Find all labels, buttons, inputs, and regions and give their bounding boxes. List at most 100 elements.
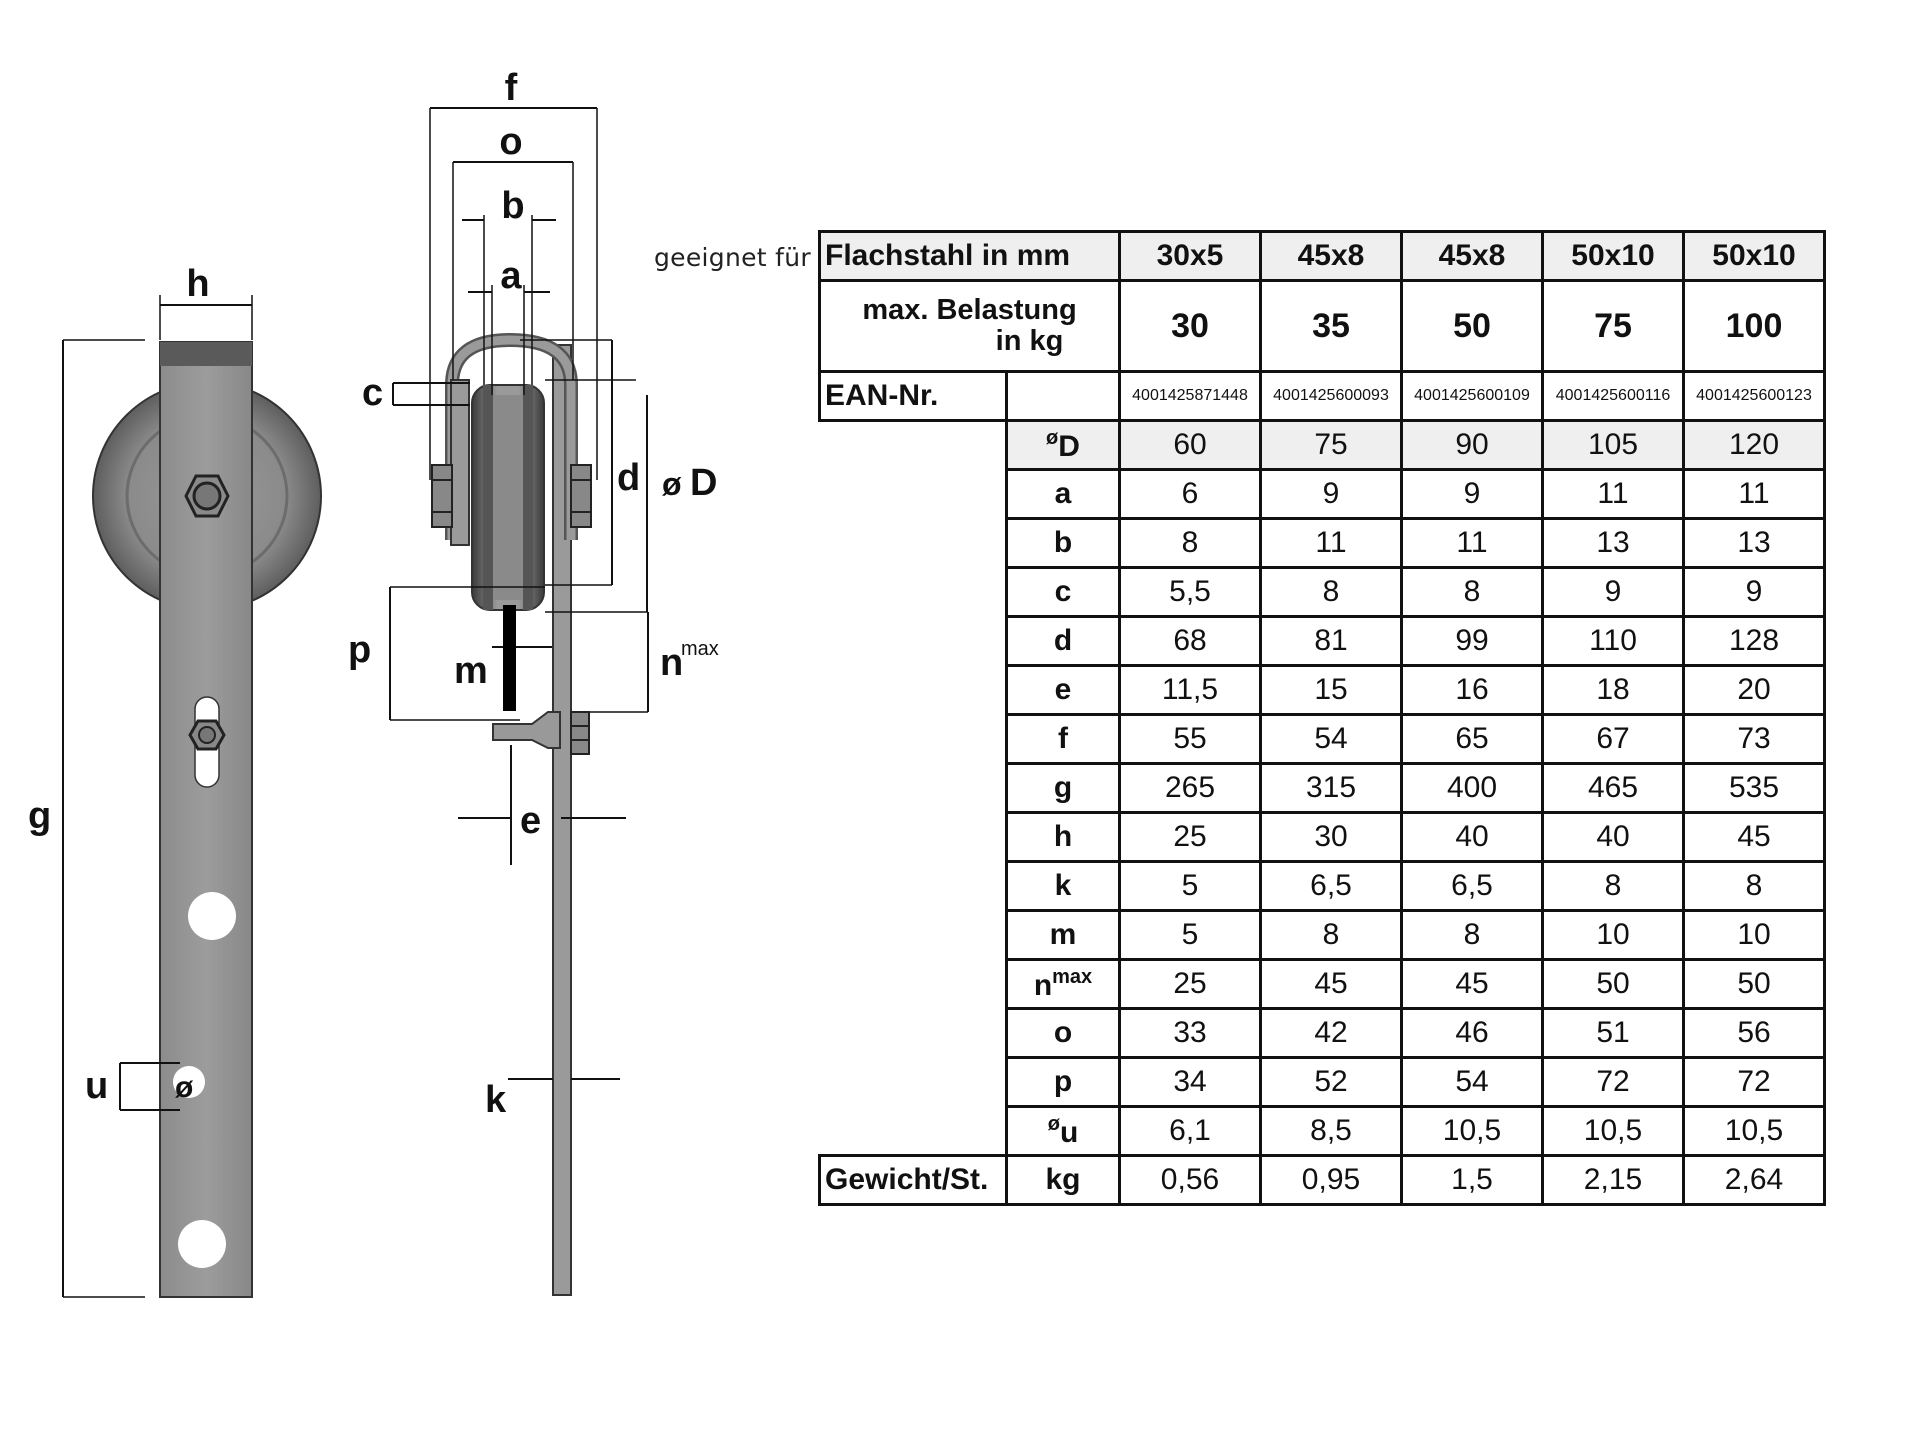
row-label-text: D — [1058, 429, 1080, 463]
row-value: 10,5 — [1682, 1105, 1826, 1157]
row-value: 110 — [1541, 615, 1685, 667]
row-blank — [819, 665, 1008, 715]
row-value: 18 — [1541, 664, 1685, 716]
row-blank — [819, 714, 1008, 764]
load-value: 50 — [1400, 279, 1544, 373]
row-label: c — [1005, 566, 1121, 618]
label-f: f — [505, 67, 518, 109]
row-label: o — [1005, 1007, 1121, 1059]
row-value: 72 — [1682, 1056, 1826, 1108]
row-value: 34 — [1118, 1056, 1262, 1108]
row-value: 11 — [1682, 468, 1826, 520]
row-label-text: k — [1054, 869, 1072, 902]
row-value: 16 — [1400, 664, 1544, 716]
row-blank — [819, 861, 1008, 911]
row-value: 13 — [1541, 517, 1685, 569]
row-value: 8 — [1118, 517, 1262, 569]
row-value: 75 — [1259, 419, 1403, 471]
row-value: 8 — [1682, 860, 1826, 912]
column-header: 50x10 — [1541, 230, 1685, 282]
label-n-sup: max — [681, 638, 719, 660]
row-value: 73 — [1682, 713, 1826, 765]
column-header: 50x10 — [1682, 230, 1826, 282]
side-view: f o b a c d ø D — [348, 67, 719, 1296]
row-label: d — [1005, 615, 1121, 667]
row-value: 5 — [1118, 909, 1262, 961]
row-value: 400 — [1400, 762, 1544, 814]
row-value: 6,5 — [1259, 860, 1403, 912]
row-label-text: o — [1053, 1016, 1073, 1049]
label-c: c — [362, 372, 383, 414]
label-o: o — [499, 121, 522, 163]
weight-value: 2,15 — [1541, 1154, 1685, 1206]
label-a: a — [500, 255, 522, 297]
weight-unit: kg — [1005, 1154, 1121, 1206]
row-label-text: h — [1053, 820, 1073, 853]
row-label-text: d — [1053, 624, 1073, 657]
row-value: 10,5 — [1541, 1105, 1685, 1157]
diameter-symbol: ø — [1046, 426, 1059, 449]
row-value: 9 — [1259, 468, 1403, 520]
row-value: 45 — [1682, 811, 1826, 863]
row-value: 9 — [1541, 566, 1685, 618]
row-blank — [819, 518, 1008, 568]
row-value: 51 — [1541, 1007, 1685, 1059]
load-value: 30 — [1118, 279, 1262, 373]
row-label: h — [1005, 811, 1121, 863]
row-blank — [819, 1008, 1008, 1058]
row-value: 11 — [1259, 517, 1403, 569]
front-view: h g u ø — [28, 263, 322, 1298]
row-value: 120 — [1682, 419, 1826, 471]
row-label-text: m — [1049, 918, 1077, 951]
row-value: 81 — [1259, 615, 1403, 667]
row-value: 9 — [1682, 566, 1826, 618]
row-value: 54 — [1259, 713, 1403, 765]
row-value: 40 — [1400, 811, 1544, 863]
row-value: 45 — [1259, 958, 1403, 1010]
row-value: 8,5 — [1259, 1105, 1403, 1157]
load-value: 100 — [1682, 279, 1826, 373]
row-label: nmax — [1005, 958, 1121, 1010]
mount-hole — [188, 892, 236, 940]
row-value: 46 — [1400, 1007, 1544, 1059]
row-value: 9 — [1400, 468, 1544, 520]
label-diameter: ø — [175, 1071, 194, 1104]
row-value: 128 — [1682, 615, 1826, 667]
load-value: 35 — [1259, 279, 1403, 373]
ean-value: 4001425600109 — [1400, 370, 1544, 422]
label-e: e — [520, 800, 541, 842]
row-value: 25 — [1118, 958, 1262, 1010]
row-value: 25 — [1118, 811, 1262, 863]
ean-value: 4001425600116 — [1541, 370, 1685, 422]
row-label-text: e — [1054, 673, 1072, 706]
row-value: 54 — [1400, 1056, 1544, 1108]
row-value: 56 — [1682, 1007, 1826, 1059]
row-value: 11 — [1541, 468, 1685, 520]
row-value: 45 — [1400, 958, 1544, 1010]
row-blank — [819, 469, 1008, 519]
label-D: D — [690, 462, 717, 504]
column-header: 30x5 — [1118, 230, 1262, 282]
row-label-sup: max — [1052, 965, 1093, 988]
row-value: 40 — [1541, 811, 1685, 863]
ean-label: EAN-Nr. — [818, 370, 1008, 422]
mount-hole — [173, 1066, 205, 1098]
row-value: 90 — [1400, 419, 1544, 471]
row-label: k — [1005, 860, 1121, 912]
row-label-text: f — [1058, 722, 1068, 755]
column-header: 45x8 — [1400, 230, 1544, 282]
label-g: g — [28, 795, 51, 837]
ean-value: 4001425871448 — [1118, 370, 1262, 422]
